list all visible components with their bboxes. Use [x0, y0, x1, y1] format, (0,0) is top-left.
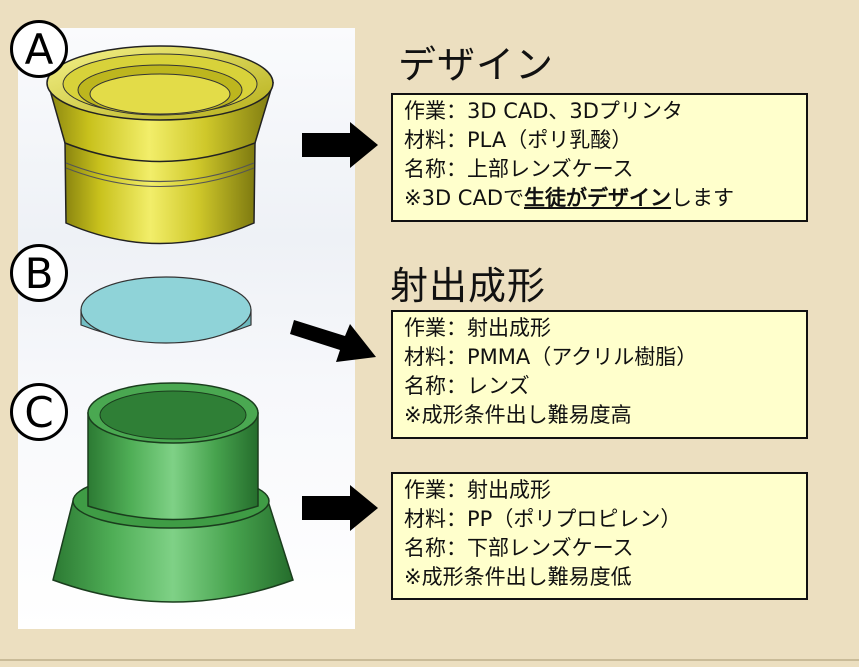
heading-injection-molding: 射出成形	[390, 264, 547, 308]
part-a-upper-lens-case	[46, 45, 275, 245]
box-c-name: 名称：下部レンズケース	[404, 536, 634, 560]
part-b-lens	[80, 276, 252, 344]
box-a-note-prefix: ※3D CADで	[404, 186, 525, 210]
box-a-name: 名称：上部レンズケース	[404, 157, 634, 181]
part-c-lower-lens-case	[52, 382, 294, 603]
label-c-badge: C	[10, 383, 68, 441]
parts-render-illustration	[46, 45, 294, 603]
arrow-b-icon	[290, 320, 376, 362]
arrow-c-icon	[302, 485, 378, 531]
box-b-note: ※成形条件出し難易度高	[404, 403, 632, 427]
info-box-a: 作業：3D CAD、3Dプリンタ 材料：PLA（ポリ乳酸） 名称：上部レンズケー…	[391, 93, 808, 222]
box-c-task: 作業：射出成形	[404, 478, 551, 502]
box-a-note: ※3D CADで生徒がデザインします	[404, 184, 806, 213]
info-box-b: 作業：射出成形 材料：PMMA（アクリル樹脂） 名称：レンズ ※成形条件出し難易…	[391, 310, 808, 439]
box-a-task: 作業：3D CAD、3Dプリンタ	[404, 99, 683, 123]
arrow-a-icon	[302, 122, 378, 168]
footer-divider	[0, 659, 859, 661]
label-a-badge: A	[10, 20, 68, 78]
box-a-material: 材料：PLA（ポリ乳酸）	[404, 128, 633, 152]
box-b-name: 名称：レンズ	[404, 374, 530, 398]
box-c-material: 材料：PP（ポリプロピレン）	[404, 507, 682, 531]
box-a-note-suffix: します	[671, 186, 735, 210]
box-c-note: ※成形条件出し難易度低	[404, 565, 632, 589]
box-b-task: 作業：射出成形	[404, 316, 551, 340]
box-a-note-emphasis: 生徒がデザイン	[524, 186, 672, 210]
heading-design: デザイン	[398, 43, 555, 87]
label-b-badge: B	[10, 244, 68, 302]
box-b-material: 材料：PMMA（アクリル樹脂）	[404, 345, 698, 369]
info-box-c: 作業：射出成形 材料：PP（ポリプロピレン） 名称：下部レンズケース ※成形条件…	[391, 472, 808, 600]
